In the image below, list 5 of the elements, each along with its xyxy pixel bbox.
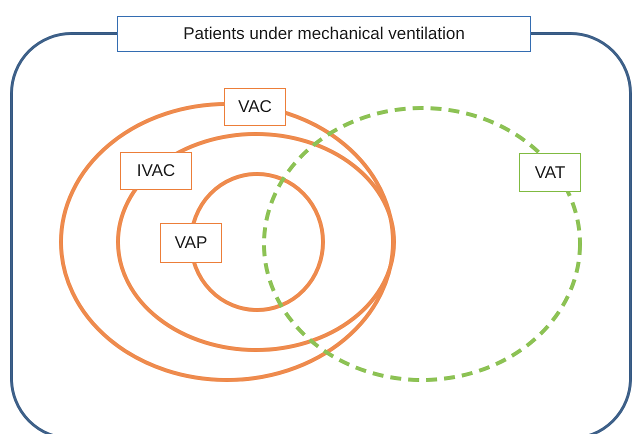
- set-label: IVAC: [120, 152, 192, 190]
- title-label: Patients under mechanical ventilation: [117, 16, 531, 52]
- set-label: VAT: [519, 153, 581, 192]
- set-label: VAP: [160, 223, 222, 263]
- set-label: VAC: [224, 88, 286, 126]
